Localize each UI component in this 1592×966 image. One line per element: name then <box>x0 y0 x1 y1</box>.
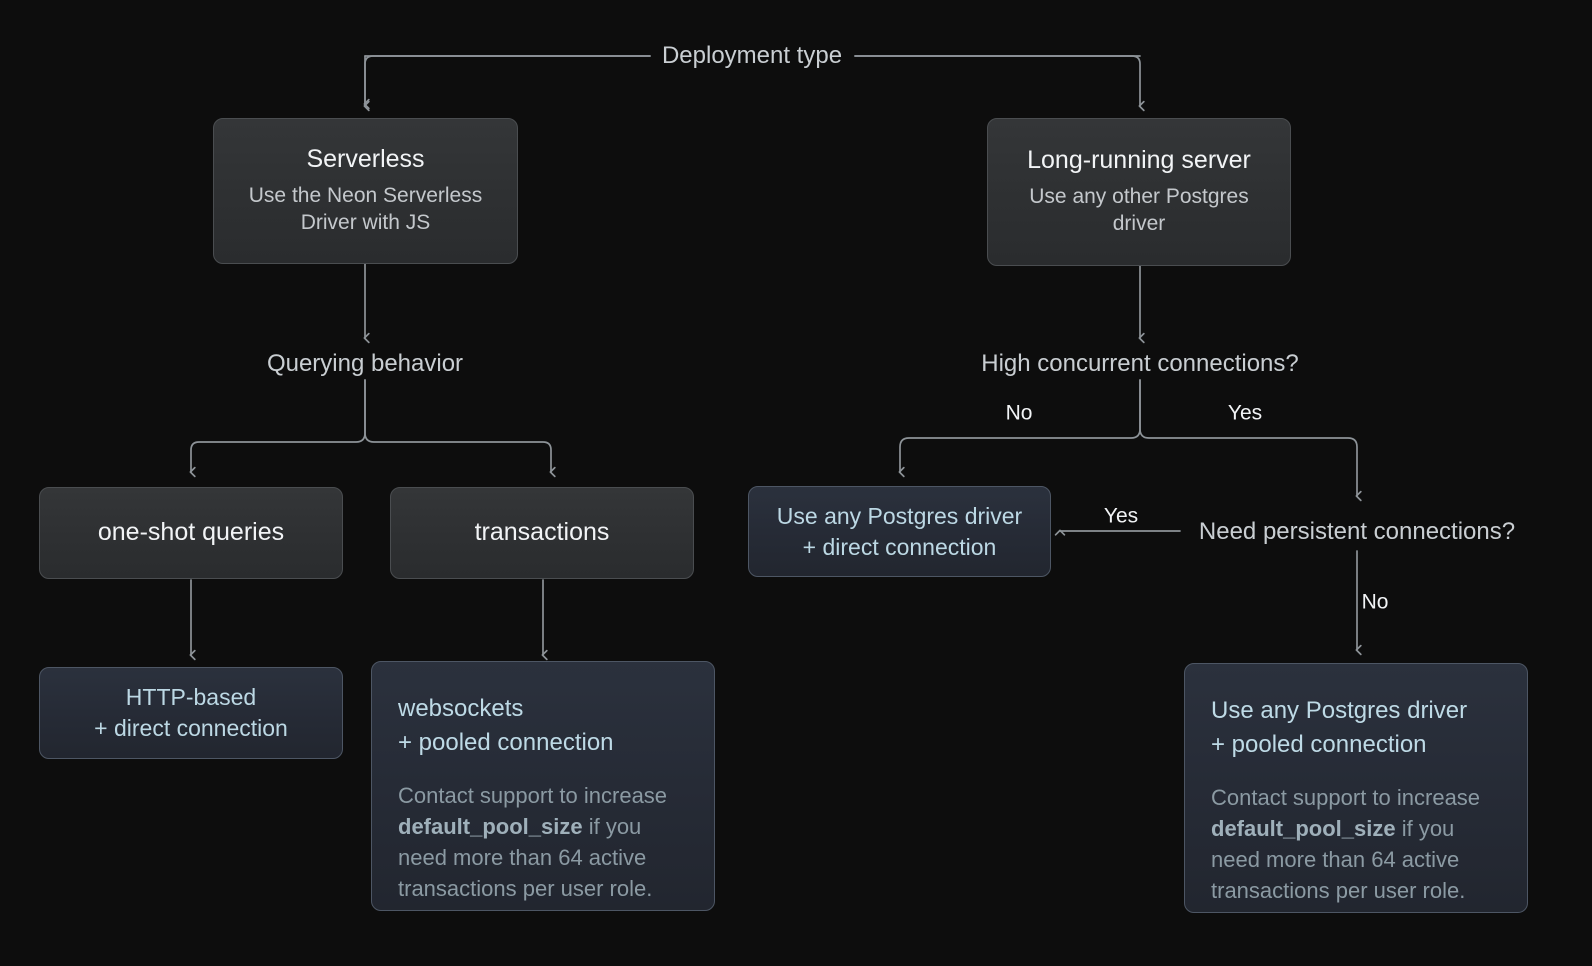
node-transactions[interactable]: transactions <box>390 487 694 579</box>
edge-root-to-serverless-elbow <box>363 55 651 112</box>
node-http-based[interactable]: HTTP-based + direct connection <box>39 667 343 759</box>
driver-pooled-body-pre: Contact support to increase <box>1211 785 1481 811</box>
edge-root-to-longrunning-elbow <box>854 55 1145 112</box>
edge-label-persistent-yes: Yes <box>1103 504 1139 528</box>
node-one-shot-queries-title: one-shot queries <box>97 518 285 547</box>
driver-pooled-body-code: default_pool_size <box>1211 815 1396 841</box>
node-long-running-title: Long-running server <box>1027 146 1251 175</box>
node-long-running-subtitle: Use any other Postgres driver <box>1029 184 1249 236</box>
node-serverless-subtitle: Use the Neon Serverless Driver with JS <box>248 183 483 235</box>
websockets-body-code: default_pool_size <box>398 813 583 839</box>
edge-querying-to-oneshot <box>189 379 366 478</box>
question-need-persistent-connections: Need persistent connections? <box>1198 518 1516 545</box>
node-driver-direct-connection[interactable]: Use any Postgres driver + direct connect… <box>748 486 1051 577</box>
driver-pooled-body-post: if you need more than 64 active transact… <box>1211 815 1466 903</box>
node-long-running-server[interactable]: Long-running server Use any other Postgr… <box>987 118 1291 266</box>
node-transactions-title: transactions <box>474 518 610 547</box>
question-high-concurrent-connections: High concurrent connections? <box>981 350 1299 377</box>
edge-concurrent-yes <box>1139 379 1362 502</box>
node-serverless-title: Serverless <box>306 145 425 174</box>
edge-label-concurrent-no: No <box>1005 401 1033 425</box>
node-driver-pooled[interactable]: Use any Postgres driver + pooled connect… <box>1184 663 1528 913</box>
node-driver-direct-connection-title: Use any Postgres driver + direct connect… <box>776 502 1023 560</box>
node-serverless[interactable]: Serverless Use the Neon Serverless Drive… <box>213 118 518 264</box>
question-querying-behavior: Querying behavior <box>266 350 464 377</box>
websockets-body-post: if you need more than 64 active transact… <box>398 813 653 901</box>
node-websockets-pooled-body: Contact support to increase default_pool… <box>398 781 688 904</box>
edge-querying-to-transactions <box>364 379 556 478</box>
edge-label-concurrent-yes: Yes <box>1227 401 1263 425</box>
websockets-body-pre: Contact support to increase <box>398 783 668 809</box>
edge-concurrent-no <box>898 379 1141 478</box>
node-http-based-title: HTTP-based + direct connection <box>94 684 288 741</box>
node-one-shot-queries[interactable]: one-shot queries <box>39 487 343 579</box>
root-label: Deployment type <box>661 42 843 69</box>
node-websockets-pooled[interactable]: websockets + pooled connection Contact s… <box>371 661 715 911</box>
edge-label-persistent-no: No <box>1361 590 1389 614</box>
node-driver-pooled-body: Contact support to increase default_pool… <box>1211 783 1501 906</box>
node-websockets-pooled-title: websockets + pooled connection <box>398 695 614 757</box>
node-driver-pooled-title: Use any Postgres driver + pooled connect… <box>1211 697 1468 759</box>
